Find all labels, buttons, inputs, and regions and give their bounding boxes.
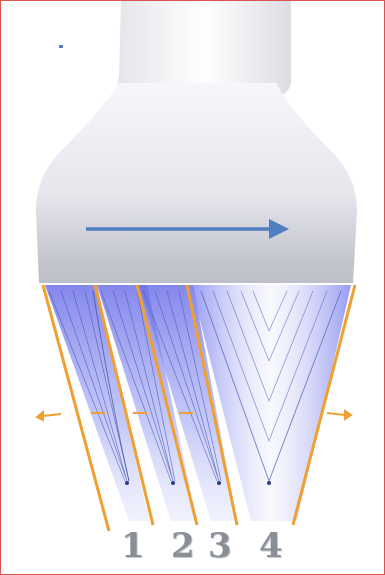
label-1: 1: [121, 529, 145, 563]
transducer-icon: [36, 1, 357, 283]
label-4: 4: [259, 529, 283, 563]
marker-dot: [59, 45, 63, 48]
label-2: 2: [171, 529, 195, 563]
label-3: 3: [208, 529, 232, 563]
